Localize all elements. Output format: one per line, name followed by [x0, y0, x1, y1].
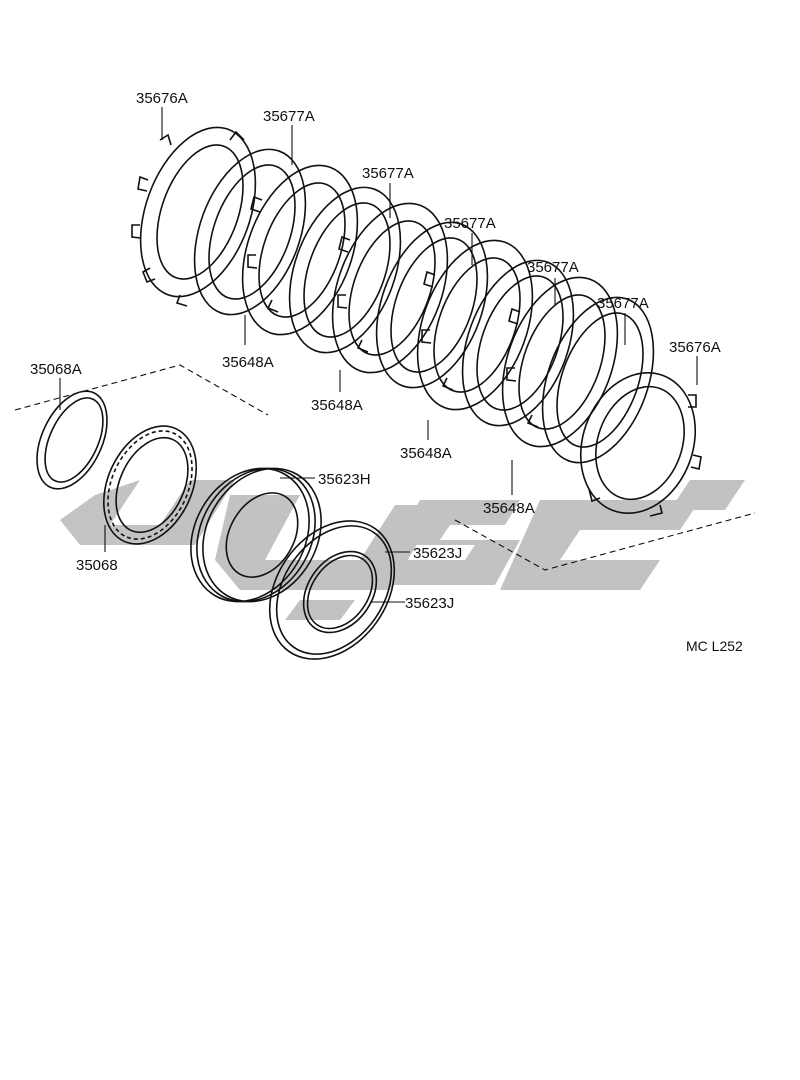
label-35648A-1: 35648A: [222, 354, 274, 371]
label-35676A-top: 35676A: [136, 90, 188, 107]
label-35623H: 35623H: [318, 471, 371, 488]
label-35677A-4: 35677A: [527, 259, 579, 276]
friction-disc-1: [193, 148, 307, 316]
label-35677A-1: 35677A: [263, 108, 315, 125]
friction-disc-5: [541, 296, 655, 464]
label-35648A-4: 35648A: [483, 500, 535, 517]
o-rings: [268, 520, 396, 660]
steel-plate-4: [501, 276, 619, 448]
assembly-guide-lines: [14, 364, 756, 571]
label-35068: 35068: [76, 557, 118, 574]
one-way-clutch: [102, 425, 198, 545]
leader-lines: [59, 107, 698, 603]
diagram-code: MC L252: [686, 638, 743, 654]
label-35677A-5: 35677A: [597, 295, 649, 312]
flange-plate-top: [131, 126, 257, 307]
label-35648A-2: 35648A: [311, 397, 363, 414]
label-35068A: 35068A: [30, 361, 82, 378]
flange-plate-bottom: [579, 371, 702, 517]
label-35677A-3: 35677A: [444, 215, 496, 232]
label-35676A-right: 35676A: [669, 339, 721, 356]
friction-disc-2: [288, 186, 402, 354]
clutch-piston: [190, 467, 322, 603]
steel-plate-2: [331, 202, 449, 374]
friction-disc-3: [375, 221, 489, 389]
snap-ring: [36, 390, 108, 490]
friction-disc-4: [461, 259, 575, 427]
label-35623J-1: 35623J: [413, 545, 462, 562]
label-35648A-3: 35648A: [400, 445, 452, 462]
watermark-logo: [60, 480, 745, 620]
steel-plate-1: [241, 164, 359, 336]
clutch-pack: [131, 126, 702, 517]
label-35623J-2: 35623J: [405, 595, 454, 612]
label-35677A-2: 35677A: [362, 165, 414, 182]
